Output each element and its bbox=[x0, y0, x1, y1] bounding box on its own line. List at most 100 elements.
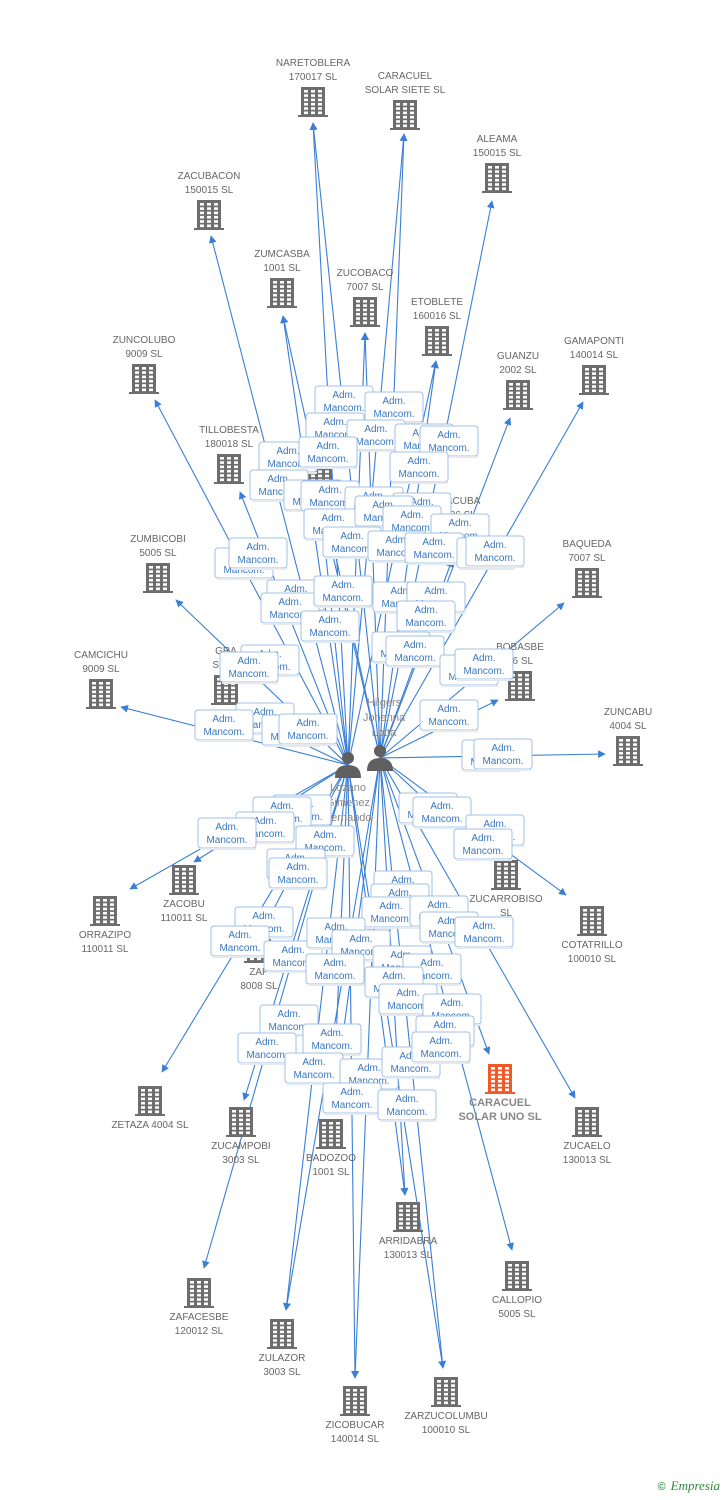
badge-line-1: Adm. bbox=[323, 958, 346, 969]
role-badge[interactable]: Adm.Mancom. bbox=[411, 1031, 471, 1064]
badge-line-1: Adm. bbox=[357, 1063, 380, 1074]
badge-line-1: Adm. bbox=[321, 513, 344, 524]
role-badge[interactable]: Adm.Mancom. bbox=[377, 1089, 437, 1122]
badge-line-2: Mancom. bbox=[482, 756, 523, 767]
role-badge[interactable]: Adm.Mancom. bbox=[322, 1082, 382, 1115]
role-badge[interactable]: Adm.Mancom. bbox=[453, 828, 513, 861]
badge-line-1: Adm. bbox=[320, 1028, 343, 1039]
role-badge[interactable]: Adm.Mancom. bbox=[396, 600, 456, 633]
company-label: 5005 SL bbox=[139, 548, 177, 559]
role-badge[interactable]: Adm.Mancom. bbox=[278, 713, 338, 746]
badge-line-2: Mancom. bbox=[246, 1050, 287, 1061]
company-label: 130013 SL bbox=[384, 1250, 433, 1261]
building-icon bbox=[267, 1319, 297, 1349]
role-badge[interactable]: Adm.Mancom. bbox=[322, 526, 382, 559]
role-badge[interactable]: Adm.Mancom. bbox=[454, 648, 514, 681]
badge-line-1: Adm. bbox=[430, 801, 453, 812]
badge-line-2: Mancom. bbox=[304, 843, 345, 854]
role-badge[interactable]: Adm.Mancom. bbox=[284, 1052, 344, 1085]
building-icon bbox=[143, 563, 173, 593]
role-badge[interactable]: Adm.Mancom. bbox=[389, 451, 449, 484]
company-label: ZAP bbox=[249, 967, 269, 978]
role-badge[interactable]: Adm.Mancom. bbox=[268, 857, 328, 890]
role-badge[interactable]: Adm.Mancom. bbox=[465, 535, 525, 568]
badge-line-2: Mancom. bbox=[268, 1022, 309, 1033]
role-badge[interactable]: Adm.Mancom. bbox=[298, 436, 358, 469]
role-badge[interactable]: Adm.Mancom. bbox=[412, 796, 472, 829]
building-icon bbox=[393, 1202, 423, 1232]
building-icon bbox=[129, 364, 159, 394]
role-badge[interactable]: Adm.Mancom. bbox=[263, 940, 323, 973]
role-badge[interactable]: Adm.Mancom. bbox=[302, 1023, 362, 1056]
company-label: ARRIDABRA bbox=[379, 1236, 438, 1247]
role-badge[interactable]: Adm.Mancom. bbox=[300, 610, 360, 643]
badge-line-2: Mancom. bbox=[474, 553, 515, 564]
role-badge[interactable]: Adm.Mancom. bbox=[364, 391, 424, 424]
role-badge[interactable]: Adm.Mancom. bbox=[473, 738, 533, 771]
role-badge[interactable]: Adm.Mancom. bbox=[197, 817, 257, 850]
role-badge[interactable]: Adm.Mancom. bbox=[346, 419, 406, 452]
badge-line-1: Adm. bbox=[331, 580, 354, 591]
company-node-zetaza[interactable]: ZETAZA 4004 SL bbox=[111, 1086, 189, 1131]
badge-line-2: Mancom. bbox=[223, 565, 264, 576]
person-label: Fernando bbox=[324, 812, 371, 824]
company-label: 150015 SL bbox=[473, 148, 522, 159]
role-badge[interactable]: Adm.Mancom. bbox=[219, 651, 279, 684]
role-badge[interactable]: Adm.Mancom. bbox=[404, 532, 464, 565]
badge-line-2: Mancom. bbox=[272, 958, 313, 969]
role-badge[interactable]: Adm.Mancom. bbox=[210, 925, 270, 958]
company-label: 7007 SL bbox=[346, 282, 384, 293]
building-icon bbox=[135, 1086, 165, 1116]
role-badge[interactable]: Adm.Mancom. bbox=[313, 575, 373, 608]
role-badge[interactable]: Adm.Mancom. bbox=[305, 953, 365, 986]
role-badge[interactable]: Adm.Mancom. bbox=[385, 635, 445, 668]
company-label: COTATRILLO bbox=[561, 940, 623, 951]
company-node-arridabra[interactable]: ARRIDABRA 130013 SL bbox=[379, 1202, 438, 1261]
building-icon bbox=[491, 860, 521, 890]
company-label: GAMAPONTI bbox=[564, 336, 624, 347]
role-badge[interactable]: Adm.Mancom. bbox=[419, 425, 479, 458]
role-badge[interactable]: Adm.Mancom. bbox=[454, 916, 514, 949]
role-badge[interactable]: Adm.Mancom. bbox=[194, 709, 254, 742]
role-badge[interactable]: Adm.Mancom. bbox=[237, 1032, 297, 1065]
company-label: 130013 SL bbox=[563, 1155, 612, 1166]
role-badge[interactable]: Adm.Mancom. bbox=[419, 699, 479, 732]
badge-line-2: Mancom. bbox=[267, 459, 308, 470]
role-badge[interactable]: Adm.Mancom. bbox=[228, 537, 288, 570]
badge-line-1: Adm. bbox=[286, 862, 309, 873]
badge-line-1: Adm. bbox=[215, 822, 238, 833]
building-icon bbox=[340, 1386, 370, 1416]
badge-line-2: Mancom. bbox=[331, 544, 372, 555]
